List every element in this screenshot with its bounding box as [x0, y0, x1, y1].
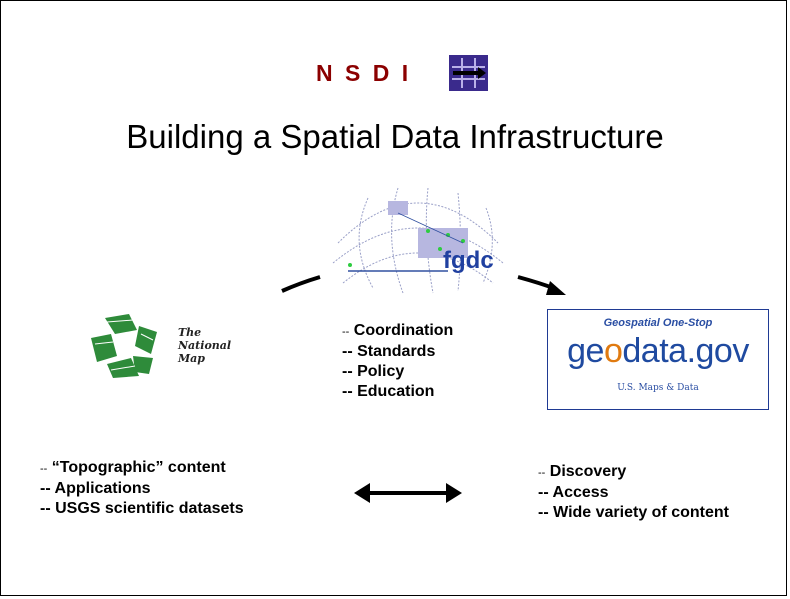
list-dash: -- [342, 343, 353, 360]
list-dash: -- [342, 383, 353, 400]
double-arrow-icon [354, 483, 462, 503]
list-item: -- Standards [342, 342, 453, 362]
geodata-tagline: Geospatial One-Stop [603, 317, 713, 329]
geodata-main-c: data.gov [622, 332, 749, 370]
list-text: Applications [54, 480, 151, 497]
national-map-line1: The [178, 326, 202, 339]
fgdc-roles-list: -- Coordination -- Standards -- Policy -… [342, 321, 453, 402]
list-text: Wide variety of content [553, 504, 729, 521]
list-dash: -- [40, 463, 48, 475]
list-item: -- Applications [40, 479, 244, 499]
list-dash: -- [538, 504, 549, 521]
list-text: Access [552, 484, 609, 501]
national-map-logo [91, 314, 157, 378]
geodata-main-b: o [603, 332, 623, 370]
list-dash: -- [40, 500, 51, 517]
fgdc-logo-text: fgdc [443, 247, 494, 274]
national-map-line3: Map [178, 352, 205, 365]
list-item: -- Coordination [342, 321, 453, 342]
list-item: -- Access [538, 483, 729, 503]
national-map-line2: National [178, 339, 232, 352]
geodata-main-a: ge [567, 332, 604, 370]
connection-arc [281, 275, 566, 295]
list-item: -- Wide variety of content [538, 503, 729, 523]
page-title: Building a Spatial Data Infrastructure [126, 118, 664, 155]
national-map-text: The National Map [178, 326, 231, 365]
geodata-subtitle: U.S. Maps & Data [617, 383, 699, 393]
geodata-features-list: -- Discovery -- Access -- Wide variety o… [538, 462, 729, 523]
list-dash: -- [342, 326, 350, 338]
fgdc-logo: fgdc [332, 187, 504, 294]
list-text: USGS scientific datasets [55, 500, 244, 517]
list-item: -- Education [342, 382, 453, 402]
nsdi-logo-icon [449, 55, 488, 91]
list-dash: -- [538, 484, 549, 501]
list-dash: -- [40, 480, 51, 497]
national-map-features-list: -- “Topographic” content -- Applications… [40, 458, 244, 519]
geodata-logo: Geospatial One-Stop geodata.gov U.S. Map… [547, 309, 769, 410]
list-text: Education [357, 383, 435, 400]
list-text: Coordination [353, 322, 454, 339]
list-item: -- Discovery [538, 462, 729, 483]
list-text: Policy [357, 363, 405, 380]
geodata-wordmark: geodata.gov [548, 332, 768, 371]
list-dash: -- [538, 467, 546, 479]
arc-arrowhead [546, 281, 566, 295]
list-item: -- “Topographic” content [40, 458, 244, 479]
list-text: “Topographic” content [51, 459, 226, 476]
list-dash: -- [342, 363, 353, 380]
list-text: Discovery [549, 463, 627, 480]
nsdi-label: N S D I [316, 60, 412, 86]
list-item: -- Policy [342, 362, 453, 382]
list-item: -- USGS scientific datasets [40, 499, 244, 519]
list-text: Standards [357, 343, 436, 360]
